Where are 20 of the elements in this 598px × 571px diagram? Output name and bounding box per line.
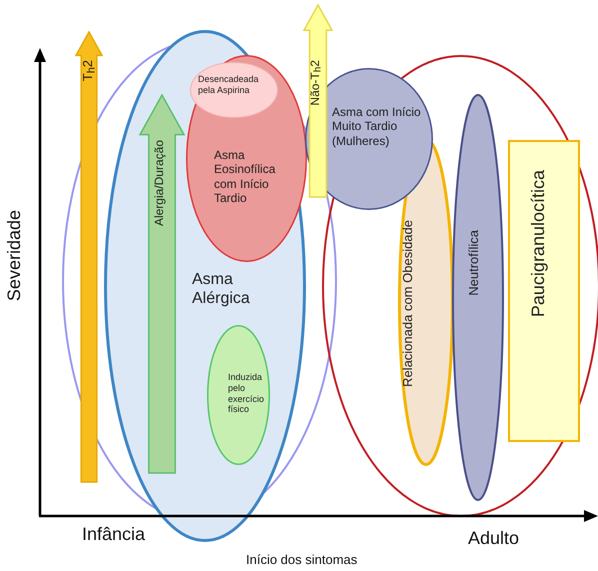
node-text: Asma com Início Muito Tardio (Mulheres)	[332, 105, 422, 148]
ellipse-shape	[452, 94, 504, 501]
node-text: Alergia/Duração	[152, 140, 166, 226]
ellipse-shape	[305, 68, 433, 210]
arrow-band	[140, 95, 184, 473]
axis-label: Adulto	[468, 528, 520, 549]
arrow-band	[304, 5, 332, 197]
node-text: Relacionada com Obesidade	[400, 220, 416, 387]
node-text: Desencadeada pela Aspirina	[198, 74, 260, 96]
node-text: Paucigranulocítica	[528, 170, 549, 318]
axis-label: Infância	[82, 524, 146, 545]
node-text: Asma Alérgica	[192, 270, 251, 308]
node-text: Neutrofílica	[466, 230, 482, 296]
ellipse-shape	[190, 62, 278, 118]
node-text: Induzida pelo exercício físico	[228, 372, 266, 416]
ellipse-shape	[207, 325, 270, 465]
axis-title: Início dos sintomas	[246, 552, 358, 567]
axis-title: Severidade	[4, 210, 25, 302]
node-text: Asma Eosinofílica com Início Tardio	[214, 148, 276, 206]
rectangle-box	[508, 140, 580, 442]
